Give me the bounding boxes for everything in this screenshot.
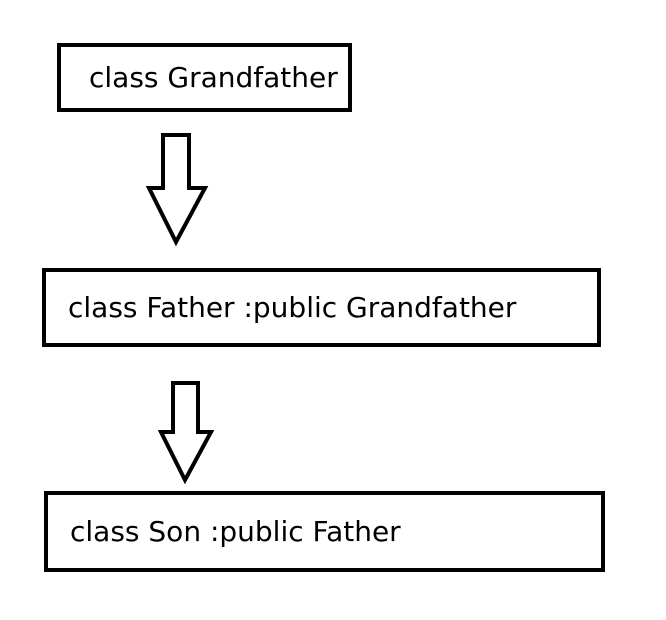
class-label-son: class Son :public Father: [70, 514, 401, 548]
class-box-father: class Father :public Grandfather: [42, 268, 601, 347]
class-box-grandfather: class Grandfather: [57, 43, 352, 112]
class-label-grandfather: class Grandfather: [89, 60, 338, 94]
down-arrow-icon: [158, 381, 214, 484]
class-label-father: class Father :public Grandfather: [68, 290, 517, 324]
down-arrow-icon: [145, 133, 209, 246]
class-box-son: class Son :public Father: [44, 491, 605, 572]
